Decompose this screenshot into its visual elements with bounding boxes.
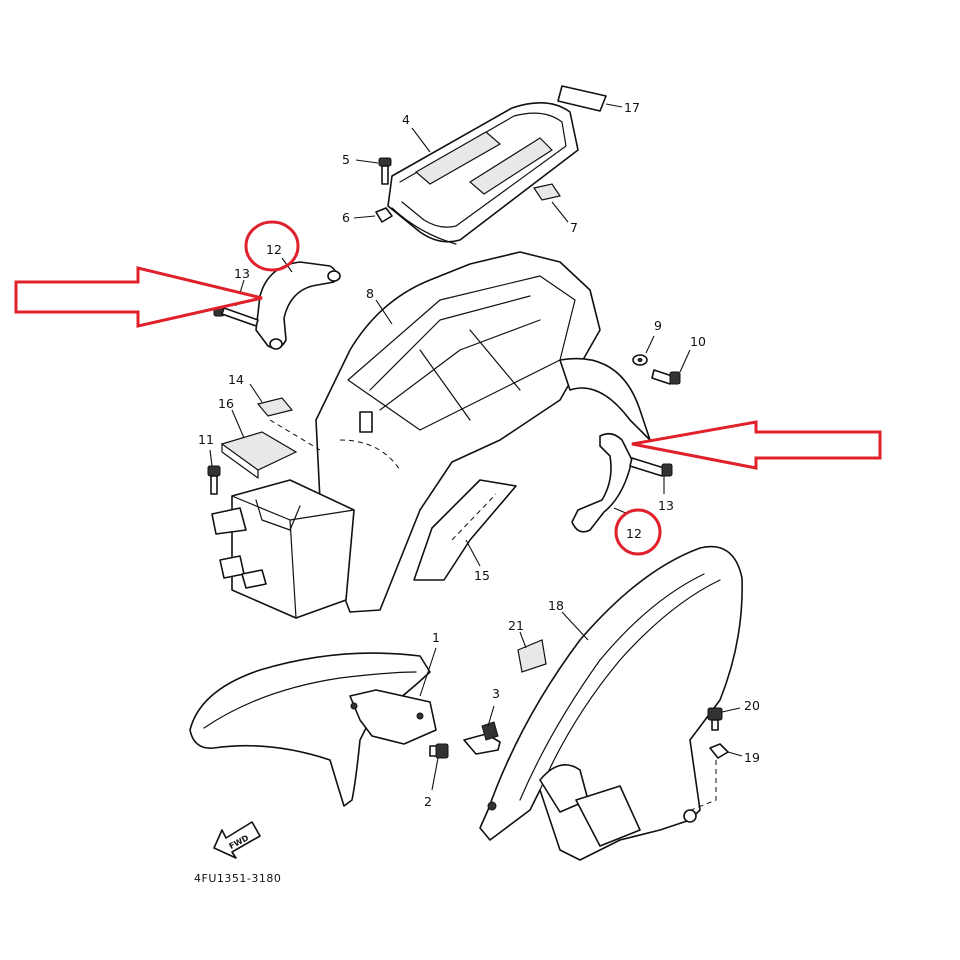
part-3-fastener xyxy=(463,705,501,755)
callout-15: 15 xyxy=(474,568,490,583)
part-5-bolt xyxy=(355,157,392,185)
red-arrow-right xyxy=(631,420,882,470)
red-circle-right xyxy=(614,508,662,556)
part-21-label xyxy=(517,631,547,673)
callout-19: 19 xyxy=(744,750,760,765)
red-circle-left xyxy=(244,220,300,272)
callout-4: 4 xyxy=(402,112,410,127)
part-6-nut xyxy=(353,207,393,223)
battery-box xyxy=(211,479,355,619)
part-8-rear-fender xyxy=(315,251,651,613)
callout-17: 17 xyxy=(624,100,640,115)
callout-7: 7 xyxy=(570,220,578,235)
diagram-code: 4FU1351-3180 xyxy=(194,872,281,885)
highlight-left xyxy=(14,220,300,328)
part-11-bolt xyxy=(207,449,221,495)
part-19-nut xyxy=(709,743,743,759)
callout-18: 18 xyxy=(548,598,564,613)
part-12-grab-handle-left xyxy=(255,257,341,350)
callout-11: 11 xyxy=(198,432,214,447)
callout-5: 5 xyxy=(342,152,350,167)
part-14-pad xyxy=(249,383,294,417)
callout-8: 8 xyxy=(366,286,374,301)
callout-9: 9 xyxy=(654,318,662,333)
part-15-flap xyxy=(413,479,517,581)
part-17-label-strip xyxy=(557,85,623,112)
callout-16: 16 xyxy=(218,396,234,411)
callout-13-right: 13 xyxy=(658,498,674,513)
highlight-right xyxy=(614,420,882,556)
callout-2: 2 xyxy=(424,794,432,809)
callout-14: 14 xyxy=(228,372,244,387)
callout-13-left: 13 xyxy=(234,266,250,281)
part-20-bolt xyxy=(707,707,741,731)
callout-10: 10 xyxy=(690,334,706,349)
part-1-front-fender xyxy=(189,647,437,807)
part-18-rear-hugger xyxy=(479,545,743,861)
part-16-battery-pad xyxy=(220,409,321,479)
part-2-bolt xyxy=(429,743,449,791)
part-9-washer xyxy=(632,335,655,366)
callout-20: 20 xyxy=(744,698,760,713)
part-4-seat-cowl xyxy=(387,102,579,245)
callout-21: 21 xyxy=(508,618,524,633)
callout-1: 1 xyxy=(432,630,440,645)
part-7-pad xyxy=(533,183,569,223)
callout-3: 3 xyxy=(492,686,500,701)
callout-6: 6 xyxy=(342,210,350,225)
part-13-bolt-right xyxy=(629,457,673,494)
red-arrow-left xyxy=(14,266,263,328)
part-10-bolt xyxy=(651,349,691,385)
callout-12-right: 12 xyxy=(626,526,642,541)
callout-12-left: 12 xyxy=(266,242,282,257)
fwd-direction-arrow: FWD xyxy=(213,821,261,859)
